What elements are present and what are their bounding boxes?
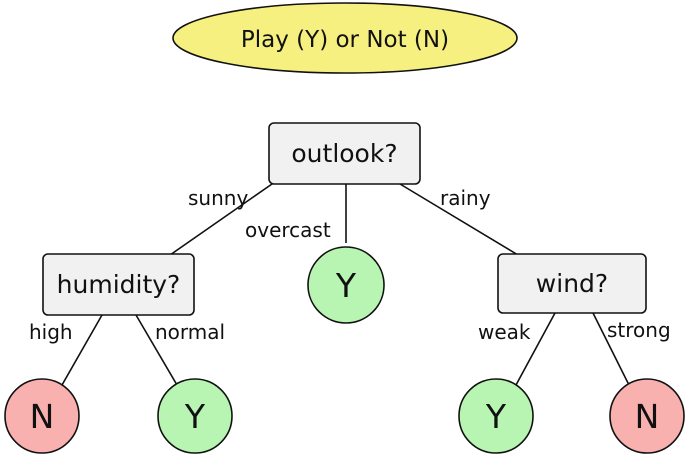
edge-label-rainy: rainy [440,186,491,210]
leaf-circle-overcast [307,246,385,324]
decision-node-outlook: outlook? [268,122,421,185]
leaf-node-weak: Y [458,378,534,454]
title-text: Play (Y) or Not (N) [241,27,449,53]
leaf-node-overcast: Y [307,246,385,324]
leaf-node-strong: N [609,378,685,454]
leaf-circle-strong [609,378,685,454]
edge-normal [135,314,178,386]
leaf-circle-normal [157,378,233,454]
leaf-label-weak: Y [485,397,507,436]
edge-strong [592,312,630,386]
title-node: Play (Y) or Not (N) [172,2,518,74]
decision-label-outlook: outlook? [291,139,397,168]
edge-sunny [169,183,273,256]
title-ellipse [172,2,518,74]
decision-box-humidity [42,253,195,316]
edge-labels: sunny overcast rainy high normal weak st… [29,186,671,344]
leaf-label-strong: N [635,397,660,436]
edge-label-overcast: overcast [245,218,331,242]
leaf-label-high: N [30,397,55,436]
edge-label-strong: strong [607,318,671,342]
edge-label-weak: weak [478,320,531,344]
decision-node-wind: wind? [497,253,647,314]
decision-box-wind [497,253,647,314]
edge-high [61,314,103,386]
edges [61,183,630,386]
leaf-circle-high [4,378,80,454]
leaf-node-normal: Y [157,378,233,454]
edge-label-high: high [29,320,73,344]
decision-label-humidity: humidity? [57,270,181,299]
leaf-label-overcast: Y [335,266,357,305]
edge-rainy [399,183,519,256]
edge-weak [515,312,556,386]
leaf-node-high: N [4,378,80,454]
leaf-label-normal: Y [184,397,206,436]
edge-label-normal: normal [155,320,225,344]
edge-label-sunny: sunny [188,186,248,210]
leaf-circle-weak [458,378,534,454]
decision-box-outlook [268,122,421,185]
decision-node-humidity: humidity? [42,253,195,316]
decision-label-wind: wind? [536,269,608,298]
